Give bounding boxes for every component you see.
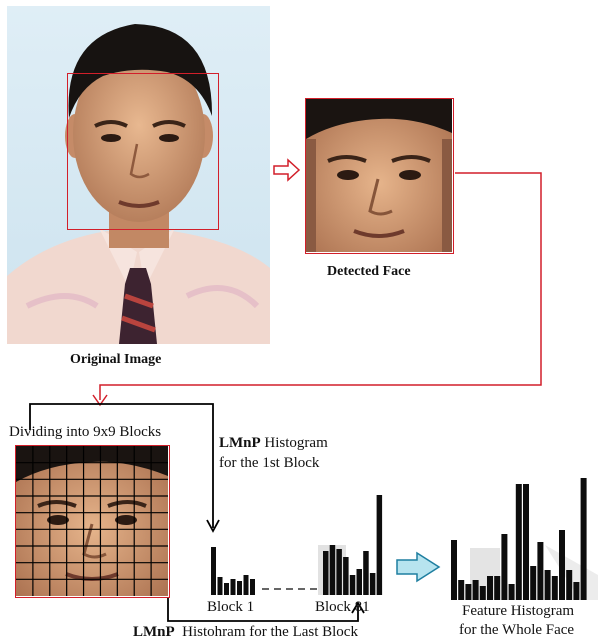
histogram-bar bbox=[501, 534, 507, 600]
histogram-bar bbox=[473, 580, 479, 600]
first-block-histogram-label-line2: for the 1st Block bbox=[219, 455, 319, 472]
dividing-label: Dividing into 9x9 Blocks bbox=[9, 424, 161, 441]
first-block-label-bold: LMnP bbox=[219, 435, 261, 451]
histogram-bar bbox=[237, 581, 242, 595]
histogram-bar bbox=[231, 579, 236, 595]
histogram-bar bbox=[480, 586, 486, 600]
histogram-bar bbox=[350, 575, 356, 595]
grid-face-image bbox=[15, 445, 170, 598]
histogram-bar bbox=[530, 566, 536, 600]
histogram-block-1 bbox=[211, 547, 255, 595]
histogram-bar bbox=[377, 495, 383, 595]
histogram-bar bbox=[336, 549, 342, 595]
feature-histogram-label-line1: Feature Histogram bbox=[462, 603, 574, 620]
last-block-histogram-label: LMnP Histohram for the Last Block bbox=[133, 624, 358, 641]
histogram-bar bbox=[370, 573, 376, 595]
block-right-arrow-icon bbox=[397, 553, 439, 581]
histogram-bar bbox=[211, 547, 216, 595]
histogram-bar bbox=[357, 569, 363, 595]
histogram-bar bbox=[250, 579, 255, 595]
histogram-bar bbox=[487, 576, 493, 600]
histogram-bar bbox=[573, 582, 579, 600]
histogram-block-81 bbox=[323, 495, 382, 595]
feature-histogram-label-line2: for the Whole Face bbox=[459, 622, 574, 639]
histogram-bar bbox=[343, 557, 349, 595]
histogram-bar bbox=[465, 584, 471, 600]
histogram-bar bbox=[545, 570, 551, 600]
last-block-label-rest: Histohram for the Last Block bbox=[175, 624, 358, 640]
first-block-label-rest: Histogram bbox=[261, 435, 328, 451]
histogram-bar bbox=[566, 570, 572, 600]
histogram-bar bbox=[516, 484, 522, 600]
histogram-bar bbox=[218, 577, 223, 595]
block81-label: Block 81 bbox=[315, 599, 370, 616]
histogram-bar bbox=[330, 545, 336, 595]
last-block-label-bold: LMnP bbox=[133, 624, 175, 640]
histogram-bar bbox=[552, 576, 558, 600]
histogram-bar bbox=[537, 542, 543, 600]
histogram-bar bbox=[363, 551, 369, 595]
histogram-bar bbox=[559, 530, 565, 600]
histogram-bar bbox=[451, 540, 457, 600]
histogram-bar bbox=[244, 575, 249, 595]
histogram-bar bbox=[581, 478, 587, 600]
histogram-bar bbox=[323, 551, 329, 595]
grid-face-portrait bbox=[16, 446, 168, 596]
histogram-bar bbox=[509, 584, 515, 600]
outline-right-arrow-icon bbox=[274, 160, 299, 180]
histogram-bar bbox=[523, 484, 529, 600]
red-connector-line bbox=[100, 173, 541, 400]
block1-label: Block 1 bbox=[207, 599, 254, 616]
histogram-bar bbox=[494, 576, 500, 600]
first-block-histogram-label: LMnP Histogram bbox=[219, 435, 328, 452]
histogram-bar bbox=[224, 583, 229, 595]
histogram-bar bbox=[458, 580, 464, 600]
